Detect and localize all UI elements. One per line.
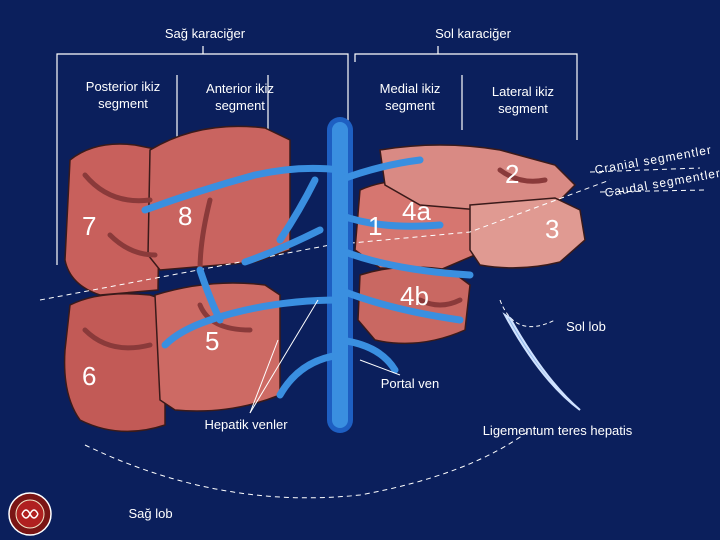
posterior-segment-label: Posterior ikiz segment bbox=[85, 79, 161, 111]
portal-vein-label: Portal ven bbox=[380, 376, 440, 391]
hepatic-veins-label: Hepatik venler bbox=[204, 417, 288, 432]
segment-3-shape bbox=[469, 197, 586, 269]
segment-number-4b: 4b bbox=[400, 281, 429, 311]
left-liver-bracket bbox=[354, 46, 578, 62]
segment-number-7: 7 bbox=[82, 211, 96, 241]
left-lobe-label: Sol lob bbox=[566, 319, 606, 334]
ligamentum-teres-shape bbox=[502, 312, 581, 411]
right-liver-bracket bbox=[56, 46, 349, 62]
left-liver-header: Sol karaciğer bbox=[435, 26, 511, 41]
university-seal-icon bbox=[8, 492, 52, 536]
segment-number-5: 5 bbox=[205, 326, 219, 356]
medial-segment-label: Medial ikiz segment bbox=[379, 81, 441, 113]
segment-number-1: 1 bbox=[368, 211, 382, 241]
segment-6-shape bbox=[63, 293, 166, 433]
segment-number-8: 8 bbox=[178, 201, 192, 231]
right-lobe-label: Sağ lob bbox=[128, 506, 173, 521]
lateral-segment-label: Lateral ikiz segment bbox=[491, 84, 555, 116]
segment-7-shape bbox=[64, 143, 161, 296]
segment-numbers: 1 2 3 4a 4b 5 6 7 8 bbox=[82, 159, 559, 391]
segment-number-2: 2 bbox=[505, 159, 519, 189]
segment-number-6: 6 bbox=[82, 361, 96, 391]
segment-number-4a: 4a bbox=[402, 196, 431, 226]
segment-8-shape bbox=[147, 125, 291, 271]
right-liver-header: Sağ karaciğer bbox=[164, 26, 246, 41]
segment-number-3: 3 bbox=[545, 214, 559, 244]
ligamentum-label: Ligementum teres hepatis bbox=[482, 423, 633, 438]
anterior-segment-label: Anterior ikiz segment bbox=[206, 81, 274, 113]
